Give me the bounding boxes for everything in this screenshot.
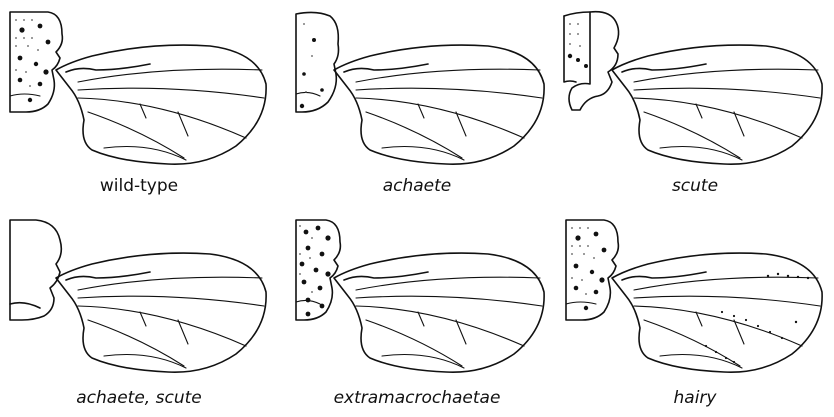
bristle-dots	[568, 23, 588, 68]
panel-label-achaete-scute: achaete, scute	[0, 388, 278, 408]
thorax-wing-drawing	[556, 208, 834, 416]
thorax-wing-drawing	[0, 208, 278, 416]
bristle-dots	[300, 23, 324, 108]
panel-achaete-scute: achaete, scute	[0, 208, 278, 416]
panel-scute: scute	[556, 0, 834, 208]
panel-label-hairy: hairy	[556, 388, 834, 408]
panel-label-extramacrochaetae: extramacrochaetae	[278, 388, 556, 408]
panel-hairy: hairy	[556, 208, 834, 416]
panel-label-wild-type: wild-type	[0, 176, 278, 196]
bristle-dots	[15, 19, 50, 102]
panel-wild-type: wild-type	[0, 0, 278, 208]
bristle-dots	[299, 225, 331, 316]
panel-label-scute: scute	[556, 176, 834, 196]
panel-label-achaete: achaete	[278, 176, 556, 196]
thorax-wing-drawing	[278, 208, 556, 416]
bristle-dots	[571, 227, 606, 310]
panel-extramacrochaetae: extramacrochaetae	[278, 208, 556, 416]
panel-achaete: achaete	[278, 0, 556, 208]
